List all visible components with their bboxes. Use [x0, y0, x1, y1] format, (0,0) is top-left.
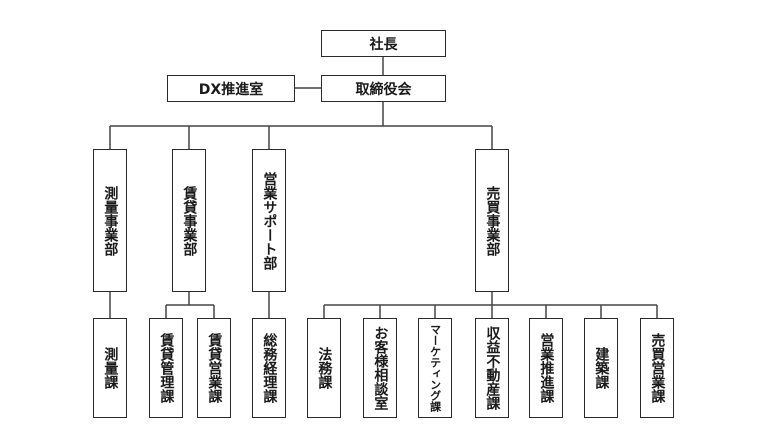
- section-sales-promotion-label: 営業推進課: [538, 333, 555, 403]
- president-box: 社長: [321, 30, 446, 57]
- section-general-accounting: 総務経理課: [252, 318, 286, 418]
- section-legal: 法務課: [307, 318, 341, 418]
- dx-office-label: DX推進室: [198, 81, 264, 98]
- section-customer-consultation: お客様相談室: [363, 318, 397, 418]
- section-customer-consultation-label: お客様相談室: [372, 326, 389, 410]
- division-sales-support-label: 営業サポート部: [261, 171, 278, 270]
- division-survey-label: 測量事業部: [102, 185, 119, 256]
- division-survey: 測量事業部: [93, 149, 127, 292]
- division-sales-support: 営業サポート部: [252, 149, 286, 292]
- division-rental: 賃貸事業部: [172, 149, 206, 292]
- section-marketing: マーケティング課: [418, 318, 452, 418]
- section-marketing-label: マーケティング課: [428, 324, 442, 412]
- section-income-real-estate: 収益不動産課: [475, 318, 509, 418]
- board-label: 取締役会: [355, 81, 412, 98]
- section-rental-sales-label: 賃貸営業課: [206, 333, 223, 403]
- section-trade-sales: 売買営業課: [640, 318, 674, 418]
- board-box: 取締役会: [321, 75, 446, 102]
- section-income-real-estate-label: 収益不動産課: [484, 326, 501, 410]
- division-sales: 売買事業部: [475, 149, 509, 292]
- section-rental-management-label: 賃貸管理課: [158, 333, 175, 403]
- section-construction-label: 建築課: [593, 347, 610, 389]
- division-rental-label: 賃貸事業部: [181, 185, 198, 256]
- section-survey-label: 測量課: [102, 347, 119, 389]
- section-trade-sales-label: 売買営業課: [649, 333, 666, 403]
- section-legal-label: 法務課: [316, 347, 333, 389]
- section-survey: 測量課: [93, 318, 127, 418]
- president-label: 社長: [369, 36, 398, 53]
- division-sales-label: 売買事業部: [484, 185, 501, 256]
- section-rental-management: 賃貸管理課: [149, 318, 183, 418]
- section-sales-promotion: 営業推進課: [529, 318, 563, 418]
- section-general-accounting-label: 総務経理課: [261, 333, 278, 403]
- section-rental-sales: 賃貸営業課: [197, 318, 231, 418]
- dx-office-box: DX推進室: [167, 75, 295, 102]
- section-construction: 建築課: [584, 318, 618, 418]
